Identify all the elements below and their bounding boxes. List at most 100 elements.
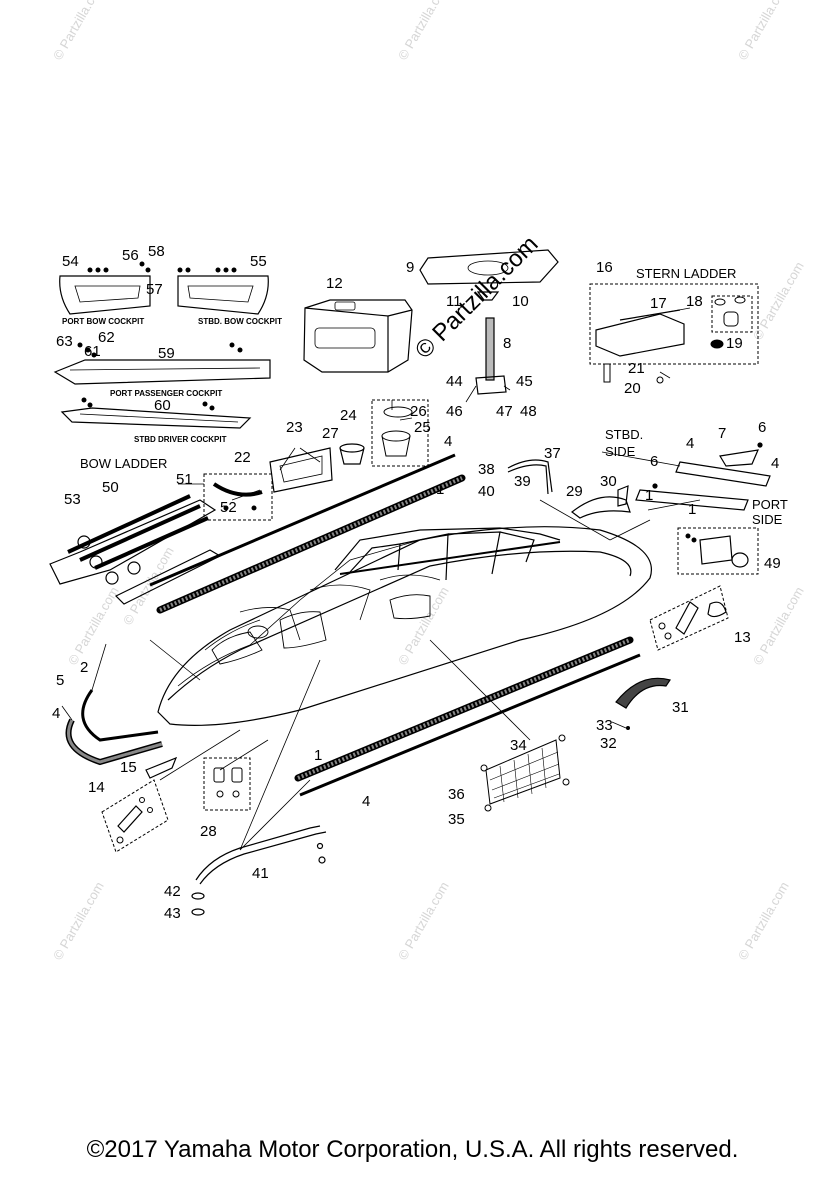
callout-24: 24 [340, 407, 357, 424]
caption-port-side: SIDE [752, 512, 783, 527]
callout-30: 30 [600, 473, 617, 490]
callout-6: 6 [650, 453, 658, 470]
callout-29: 29 [566, 483, 583, 500]
stern-rails[interactable] [635, 442, 771, 511]
callout-43: 43 [164, 905, 181, 922]
callout-47: 47 [496, 403, 513, 420]
cockpit-seats [211, 594, 431, 665]
callout-1: 1 [314, 747, 322, 764]
callout-32: 32 [600, 735, 617, 752]
caption-side: SIDE [605, 444, 636, 459]
callout-55: 55 [250, 253, 267, 270]
cleat-group[interactable] [649, 585, 729, 651]
callout-1: 1 [688, 501, 696, 518]
bow-ladder[interactable]: BOW LADDER [49, 456, 222, 605]
stbd-driver-cockpit-mat[interactable]: STBD DRIVER COCKPIT [60, 407, 252, 444]
rub-rail-lower[interactable] [294, 636, 641, 797]
caption-bow-ladder: BOW LADDER [80, 456, 167, 471]
ladder-strap-group[interactable] [203, 473, 273, 521]
callout-9: 9 [406, 259, 414, 276]
callout-34: 34 [510, 737, 527, 754]
cup-holder[interactable] [339, 443, 365, 465]
callout-8: 8 [503, 335, 511, 352]
callout-2: 2 [80, 659, 88, 676]
callout-26: 26 [410, 403, 427, 420]
callout-33: 33 [596, 717, 613, 734]
caption-port-passenger-cockpit: PORT PASSENGER COCKPIT [110, 389, 222, 398]
callout-57: 57 [146, 281, 163, 298]
callout-21: 21 [628, 360, 645, 377]
callout-28: 28 [200, 823, 217, 840]
callout-61: 61 [84, 343, 101, 360]
callout-60: 60 [154, 397, 171, 414]
callout-27: 27 [322, 425, 339, 442]
light-post[interactable] [617, 485, 629, 507]
cockpit-table[interactable] [419, 249, 559, 285]
callout-4: 4 [444, 433, 452, 450]
leader-lines [61, 307, 701, 851]
cooler[interactable] [303, 299, 413, 373]
callout-23: 23 [286, 419, 303, 436]
callout-6: 6 [758, 419, 766, 436]
callout-48: 48 [520, 403, 537, 420]
callout-13: 13 [734, 629, 751, 646]
caption-stbd-bow-cockpit: STBD. BOW COCKPIT [198, 317, 282, 326]
port-bow-cockpit-mat[interactable]: PORT BOW COCKPIT [59, 275, 151, 326]
callout-44: 44 [446, 373, 463, 390]
callout-17: 17 [650, 295, 667, 312]
transom-step[interactable] [615, 677, 671, 709]
callout-22: 22 [234, 449, 251, 466]
drain-plug-group[interactable] [203, 757, 251, 811]
callout-40: 40 [478, 483, 495, 500]
caption-stbd-driver-cockpit: STBD DRIVER COCKPIT [134, 435, 227, 444]
caption-port-bow-cockpit: PORT BOW COCKPIT [62, 317, 144, 326]
part-callouts: 1 1 1 1 2 4 4 4 4 4 5 6 6 7 8 9 10 11 12… [52, 243, 781, 922]
callout-38: 38 [478, 461, 495, 478]
callout-10: 10 [512, 293, 529, 310]
ski-tow-group[interactable] [677, 527, 759, 575]
callout-4: 4 [52, 705, 60, 722]
callout-45: 45 [516, 373, 533, 390]
bow-light-bracket[interactable] [571, 496, 631, 519]
bow-grab-rail[interactable] [191, 825, 327, 916]
callout-46: 46 [446, 403, 463, 420]
callout-58: 58 [148, 243, 165, 260]
callout-37: 37 [544, 445, 561, 462]
callout-56: 56 [122, 247, 139, 264]
callout-53: 53 [64, 491, 81, 508]
caption-port: PORT [752, 497, 788, 512]
callout-14: 14 [88, 779, 105, 796]
caption-stern-ladder: STERN LADDER [636, 266, 736, 281]
callout-19: 19 [726, 335, 743, 352]
grab-handle[interactable] [507, 459, 553, 495]
boat-hull [157, 526, 652, 726]
cup-holder-kit[interactable] [371, 399, 429, 467]
callout-54: 54 [62, 253, 79, 270]
callout-41: 41 [252, 865, 269, 882]
callout-4: 4 [771, 455, 779, 472]
callout-62: 62 [98, 329, 115, 346]
bow-rub-rail[interactable] [65, 689, 163, 766]
callout-31: 31 [672, 699, 689, 716]
callout-1: 1 [645, 487, 653, 504]
clip-screws [87, 261, 237, 273]
cargo-net[interactable] [480, 734, 570, 812]
callout-52: 52 [220, 499, 237, 516]
callout-35: 35 [448, 811, 465, 828]
callout-4: 4 [362, 793, 370, 810]
rub-rail-upper[interactable] [149, 453, 466, 614]
port-passenger-cockpit-mat[interactable]: PORT PASSENGER COCKPIT [53, 359, 271, 398]
mat-fasteners [77, 342, 243, 411]
callout-42: 42 [164, 883, 181, 900]
callout-4: 4 [686, 435, 694, 452]
bow-eye-group[interactable] [101, 756, 178, 853]
callout-16: 16 [596, 259, 613, 276]
stern-ladder-group[interactable]: STERN LADDER [589, 266, 759, 384]
table-mount[interactable] [475, 291, 507, 395]
stbd-bow-cockpit-mat[interactable]: STBD. BOW COCKPIT [177, 275, 282, 326]
cup-holder-tray[interactable] [269, 447, 333, 493]
callout-20: 20 [624, 380, 641, 397]
callout-11: 11 [446, 293, 462, 310]
callout-7: 7 [718, 425, 726, 442]
